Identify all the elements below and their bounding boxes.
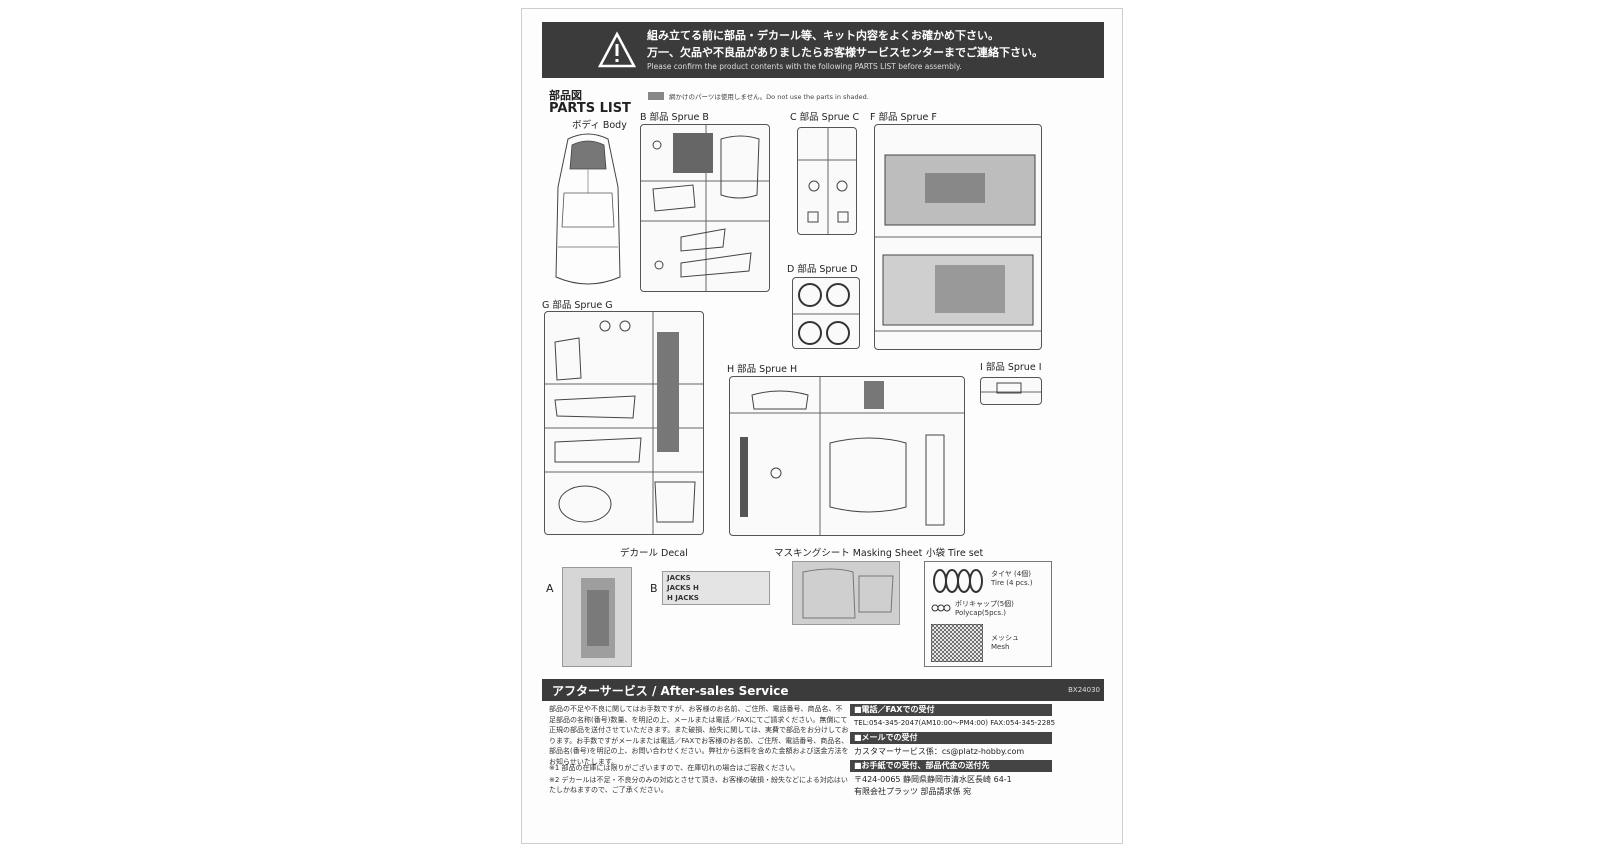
sprue-g-label: G 部品 Sprue G (542, 300, 613, 311)
mail-header: ■メールでの受付 (850, 732, 1052, 744)
product-code: BX24030 (1068, 686, 1100, 694)
parts-list-title-en: PARTS LIST (549, 101, 631, 116)
sprue-g (544, 311, 704, 535)
sprue-d-label: D 部品 Sprue D (787, 264, 858, 275)
caution-line-2: 万一、欠品や不良品がありましたらお客様サービスセンターまでご連絡下さい。 (647, 46, 1043, 59)
decal-b-text-2: JACKS H (667, 584, 699, 592)
post-address: 〒424-0065 静岡県静岡市清水区長崎 64-1 (854, 775, 1012, 784)
polycap-jp: ポリキャップ(5個) (955, 600, 1014, 608)
caution-header: 組み立てる前に部品・デカール等、キット内容をよくお確かめ下さい。 万一、欠品や不… (542, 22, 1104, 78)
tire-en: Tire (4 pcs.) (991, 579, 1033, 587)
caution-line-1: 組み立てる前に部品・デカール等、キット内容をよくお確かめ下さい。 (647, 29, 999, 42)
decal-label: デカール Decal (620, 548, 688, 559)
car-body-drawing (555, 133, 621, 285)
tire-icon (933, 569, 983, 593)
shaded-note: 網かけのパーツは使用しません。Do not use the parts in s… (669, 93, 869, 101)
sprue-c-label: C 部品 Sprue C (790, 112, 860, 123)
after-sales-note-1: ※1 部品の在庫には限りがございますので、在庫切れの場合はご容赦ください。 (549, 764, 800, 772)
sprue-h-label: H 部品 Sprue H (727, 364, 798, 375)
warning-icon (598, 31, 636, 68)
polycap-icon (931, 604, 951, 612)
after-sales-note-2: ※2 デカールは不足・不良分のみの対応とさせて頂き、お客様の破損・紛失などによる… (549, 776, 848, 794)
tel-line: TEL:054-345-2047(AM10:00〜PM4:00) FAX:054… (854, 719, 1056, 727)
sprue-d (792, 277, 860, 349)
tire-set-label: 小袋 Tire set (926, 548, 984, 559)
decal-sheet-a (562, 567, 632, 667)
sprue-b (640, 124, 770, 292)
sprue-i-label: I 部品 Sprue I (980, 362, 1042, 373)
after-sales-title: アフターサービス / After-sales Service (552, 684, 789, 698)
polycap-en: Polycap(5pcs.) (955, 609, 1007, 617)
tel-header: ■電話／FAXでの受付 (850, 704, 1052, 716)
mesh-en: Mesh (991, 643, 1010, 651)
decal-b-text-1: JACKS (667, 574, 691, 582)
shaded-swatch (648, 92, 664, 100)
sprue-f (874, 124, 1042, 350)
sprue-f-label: F 部品 Sprue F (870, 112, 937, 123)
tire-jp: タイヤ (4個) (991, 570, 1031, 578)
decal-sheet-b: JACKS JACKS H H JACKS (662, 571, 770, 605)
body-label: ボディ Body (572, 120, 627, 131)
mesh-icon (931, 624, 983, 662)
masking-label: マスキングシート Masking Sheet (774, 548, 923, 559)
decal-b-label: B (650, 582, 658, 595)
mail-line: カスタマーサービス係：cs@platz-hobby.com (854, 747, 1025, 756)
tire-set-box: タイヤ (4個) Tire (4 pcs.) ポリキャップ(5個) Polyca… (924, 561, 1052, 667)
after-sales-body: 部品の不足や不良に関してはお手数ですが、お客様のお名前、ご住所、電話番号、商品名… (549, 705, 849, 766)
decal-b-text-3: H JACKS (667, 594, 699, 602)
parts-list-title-jp: 部品図 (549, 89, 582, 102)
masking-sheet (792, 561, 900, 625)
sprue-i (980, 377, 1042, 405)
decal-a-label: A (546, 582, 554, 595)
instruction-sheet: 組み立てる前に部品・デカール等、キット内容をよくお確かめ下さい。 万一、欠品や不… (521, 8, 1123, 844)
post-header: ■お手紙での受付、部品代金の送付先 (850, 760, 1052, 772)
caution-line-3: Please confirm the product contents with… (647, 62, 962, 71)
post-recipient: 有限会社プラッツ 部品請求係 宛 (854, 787, 972, 796)
sprue-b-label: B 部品 Sprue B (640, 112, 709, 123)
sprue-h (729, 376, 965, 536)
sprue-c (797, 127, 857, 235)
after-sales-header: アフターサービス / After-sales Service BX24030 (542, 679, 1104, 701)
mesh-jp: メッシュ (991, 634, 1019, 642)
